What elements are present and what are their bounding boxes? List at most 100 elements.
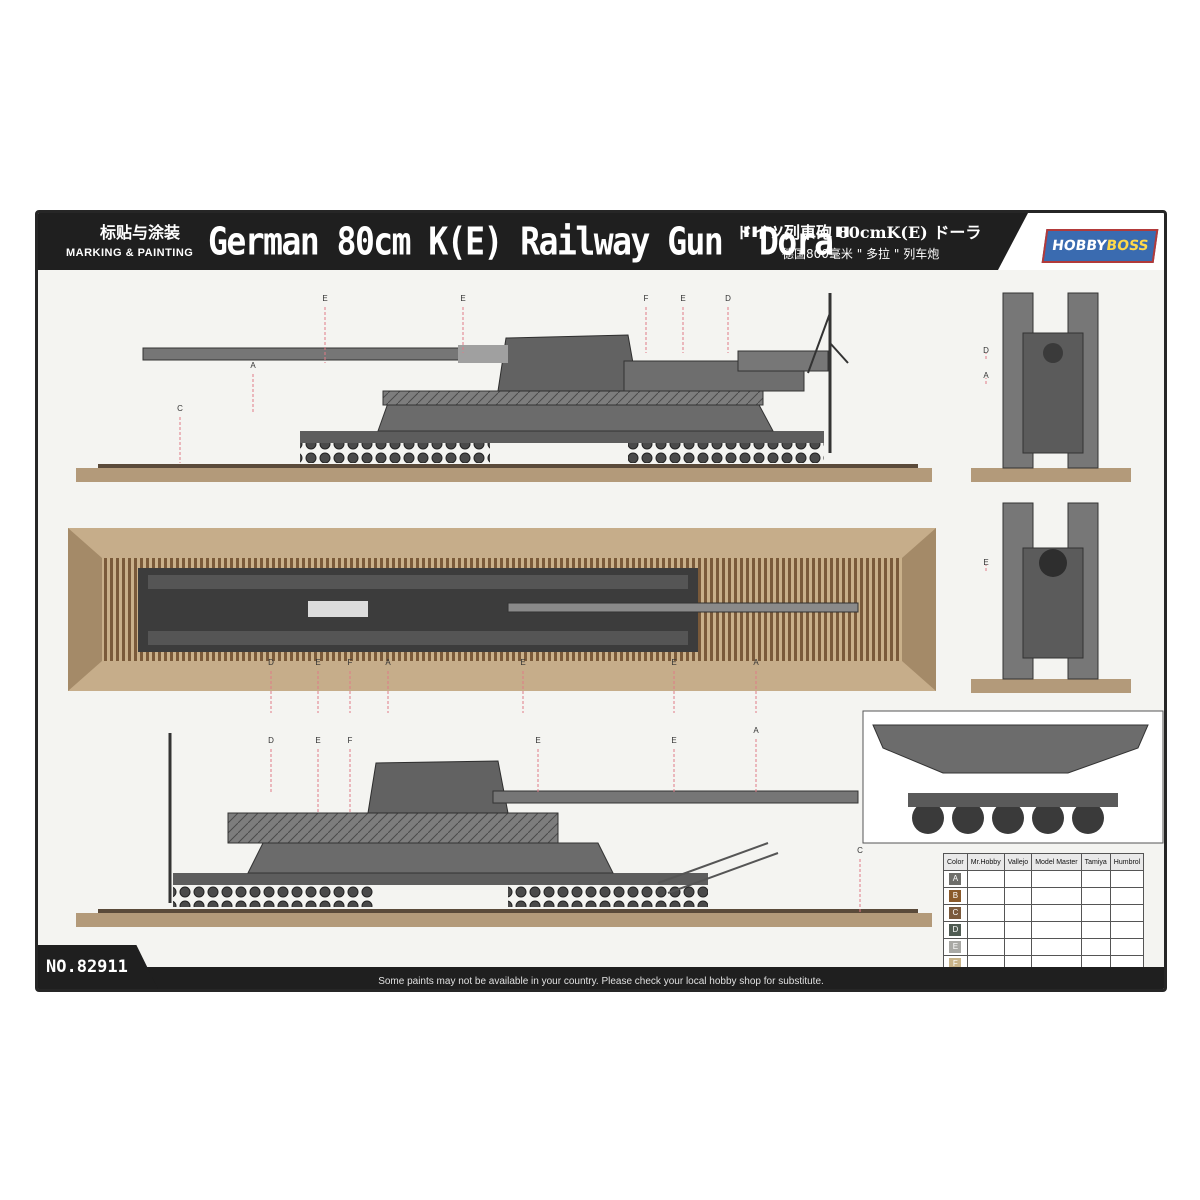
- legend-cell: [1003, 870, 1033, 888]
- legend-cell: [1080, 921, 1111, 939]
- rail-bed: [76, 468, 932, 482]
- legend-header-cell: Model Master: [1031, 853, 1082, 871]
- legend-cell: [1003, 887, 1033, 905]
- side-view-bottom: [76, 733, 932, 927]
- legend-swatch: B: [949, 890, 962, 902]
- callout-letter: E: [983, 558, 988, 567]
- gun-barrel: [142, 347, 506, 361]
- callout-letter: E: [315, 736, 320, 745]
- callout-letter: D: [725, 294, 731, 303]
- legend-cell: [1003, 938, 1033, 956]
- callout-letter: C: [177, 404, 183, 413]
- legend-header-cell: Tamiya: [1080, 853, 1111, 871]
- legend-cell: [1109, 887, 1145, 905]
- callout-letter: A: [753, 726, 759, 735]
- legend-cell: [1031, 904, 1082, 922]
- legend-cell: [966, 938, 1005, 956]
- legend-swatch-cell: D: [943, 921, 968, 939]
- footer-bar: Some paints may not be available in your…: [38, 967, 1164, 989]
- callout-letter: A: [250, 361, 256, 370]
- legend-cell: [1109, 904, 1145, 922]
- legend-cell: [1109, 870, 1145, 888]
- drawings: E E F E D A C D E F A E E A D E F E E A C D A E: [68, 292, 1164, 927]
- legend-swatch-cell: B: [943, 887, 968, 905]
- callout-letter: E: [535, 736, 540, 745]
- bogie-group-left: [300, 441, 490, 463]
- legend-cell: [1080, 938, 1111, 956]
- paint-notice: Some paints may not be available in your…: [378, 976, 824, 987]
- legend-swatch-cell: A: [943, 870, 968, 888]
- legend-header-cell: Color: [943, 853, 968, 871]
- rear-view: [971, 502, 1131, 693]
- legend-cell: [1109, 921, 1145, 939]
- legend-swatch-cell: C: [943, 904, 968, 922]
- marking-painting-label: MARKING & PAINTING: [66, 247, 194, 259]
- cn-title: 德国800毫米 " 多拉 " 列车炮: [782, 247, 940, 261]
- callout-letter: F: [644, 294, 649, 303]
- header-bar: 标贴与涂装 MARKING & PAINTING German 80cm K(E…: [38, 213, 1164, 270]
- legend-cell: [1003, 904, 1033, 922]
- legend-swatch: D: [949, 924, 962, 936]
- callout-letter: E: [322, 294, 327, 303]
- legend-cell: [1031, 887, 1082, 905]
- callout-letter: D: [268, 658, 274, 667]
- callout-letter: D: [983, 346, 989, 355]
- callout-letter: E: [680, 294, 685, 303]
- legend-row: C: [943, 904, 1145, 922]
- legend-swatch: E: [949, 941, 962, 953]
- legend-cell: [1109, 938, 1145, 956]
- legend-cell: [966, 921, 1005, 939]
- gun-house: [497, 334, 639, 392]
- legend-cell: [1031, 938, 1082, 956]
- legend-cell: [1080, 887, 1111, 905]
- legend-cell: [1080, 870, 1111, 888]
- cn-heading: 标贴与涂装: [100, 223, 181, 242]
- legend-swatch: A: [949, 873, 962, 885]
- callout-letter: A: [753, 658, 759, 667]
- legend-cell: [1031, 921, 1082, 939]
- legend-cell: [966, 904, 1005, 922]
- instruction-sheet: 标贴与涂装 MARKING & PAINTING German 80cm K(E…: [35, 210, 1167, 992]
- legend-row: B: [943, 887, 1145, 905]
- legend-header-cell: Vallejo: [1003, 853, 1033, 871]
- bogie-detail-inset: [862, 710, 1164, 844]
- rail-bed-bottom: [76, 913, 932, 927]
- legend-cell: [966, 887, 1005, 905]
- page-title: German 80cm K(E) Railway Gun "Dora": [208, 219, 852, 264]
- plan-view: [68, 528, 936, 691]
- legend-cell: [966, 870, 1005, 888]
- callout-letter: E: [315, 658, 320, 667]
- callout-letter: A: [983, 371, 989, 380]
- carriage-girder: [377, 402, 774, 432]
- callout-letter: A: [385, 658, 391, 667]
- callout-letter: E: [460, 294, 465, 303]
- callout-letter: F: [348, 658, 353, 667]
- plan-barrel: [507, 602, 859, 613]
- legend-row: A: [943, 870, 1145, 888]
- front-view: [971, 292, 1131, 482]
- legend-header-cell: Mr.Hobby: [966, 853, 1005, 871]
- callout-layer: E E F E D A C D E F A E E A D E F E E A C D A E: [177, 294, 989, 913]
- callout-letter: F: [348, 736, 353, 745]
- jp-title: ドイツ列車砲 80cmK(E) ドーラ: [736, 223, 982, 242]
- callout-letter: E: [520, 658, 525, 667]
- gun-barrel-bottom: [492, 790, 859, 804]
- side-view-top: [76, 293, 932, 482]
- bogie-group-right: [628, 441, 824, 463]
- callout-letter: E: [671, 736, 676, 745]
- legend-row: E: [943, 938, 1145, 956]
- model-number: NO.82911: [38, 945, 158, 989]
- legend-cell: [1080, 904, 1111, 922]
- legend-row: D: [943, 921, 1145, 939]
- callout-letter: E: [671, 658, 676, 667]
- legend-swatch-cell: E: [943, 938, 968, 956]
- legend-cell: [1003, 921, 1033, 939]
- legend-swatch: C: [949, 907, 962, 919]
- legend-header-cell: Humbrol: [1109, 853, 1145, 871]
- legend-cell: [1031, 870, 1082, 888]
- callout-letter: D: [268, 736, 274, 745]
- callout-letter: C: [857, 846, 863, 855]
